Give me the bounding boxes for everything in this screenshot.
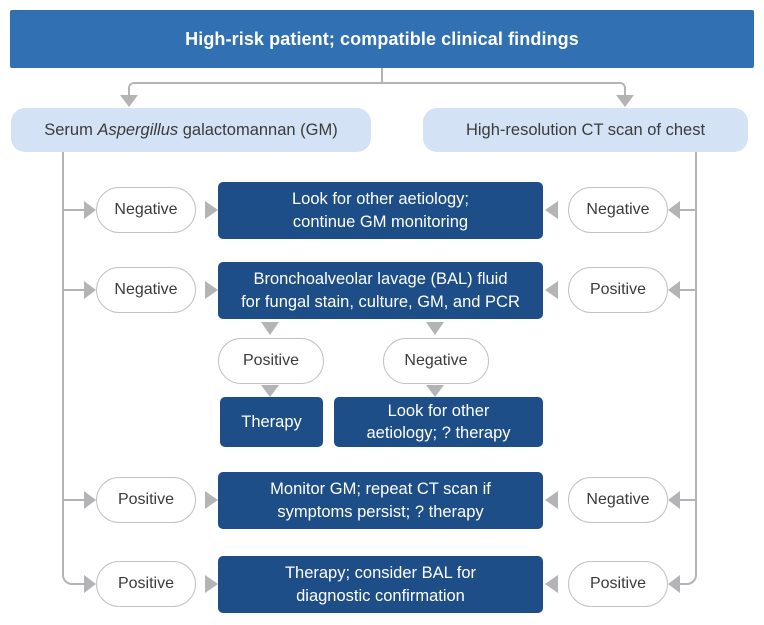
bal-negative-oval: Negative [383,338,489,384]
therapy-box: Therapy [220,397,323,447]
title-banner: High-risk patient; compatible clinical f… [10,10,754,68]
ct-positive-oval-row2: Positive [568,267,668,313]
bal-positive-oval: Positive [218,338,324,384]
oval-label: Negative [114,281,178,298]
gm-positive-oval-row3: Positive [96,477,196,523]
arrow-left-icon [545,491,558,509]
action-box-therapy-bal: Therapy; consider BAL for diagnostic con… [218,556,543,613]
ct-negative-oval-row1: Negative [568,187,668,233]
oval-label: Negative [114,201,178,218]
oval-label: Positive [589,281,647,298]
gm-negative-oval-row2: Negative [96,267,196,313]
arrow-right-icon [84,281,96,299]
arrow-right-icon [84,201,96,219]
arrow-left-icon [668,491,680,509]
left-branch-line [63,499,84,501]
oval-label: Positive [589,575,647,592]
action-box-monitor-gm: Look for other aetiology; continue GM mo… [218,182,543,239]
right-branch-line [680,499,697,501]
arrow-right-icon [84,575,96,593]
arrow-left-icon [668,575,680,593]
arrow-left-icon [668,281,680,299]
arrow-right-icon [205,281,218,299]
action-box-bal: Bronchoalveolar lavage (BAL) fluid for f… [218,262,543,319]
arrow-left-icon [545,201,558,219]
action-box-label: Monitor GM; repeat CT scan if symptoms p… [270,479,491,521]
right-rail-line [675,152,697,585]
action-box-label: Look for other aetiology; continue GM mo… [291,189,470,231]
oval-label: Negative [586,491,650,508]
other-aetiology-box: Look for other aetiology; ? therapy [334,397,543,447]
oval-label: Negative [586,201,650,218]
right-branch-line [680,209,697,211]
ct-positive-oval-row4: Positive [568,561,668,607]
arrow-down-icon [261,322,279,335]
connector-branch-line [128,82,626,96]
connector-stem-line [381,68,383,83]
action-box-label: Therapy; consider BAL for diagnostic con… [284,563,477,605]
oval-label: Positive [242,352,300,369]
arrow-left-icon [545,281,558,299]
arrow-left-icon [545,575,558,593]
arrow-down-icon [426,385,444,397]
gm-negative-oval-row1: Negative [96,187,196,233]
arrow-right-icon [205,491,218,509]
action-box-label: Bronchoalveolar lavage (BAL) fluid for f… [241,269,520,311]
title-banner-label: High-risk patient; compatible clinical f… [185,28,579,49]
oval-label: Positive [117,575,175,592]
arrow-down-icon [616,95,634,107]
serum-gm-test-label: Serum Aspergillus galactomannan (GM) [44,120,338,139]
right-branch-line [680,289,697,291]
serum-gm-test-node: Serum Aspergillus galactomannan (GM) [11,108,371,152]
arrow-right-icon [205,575,218,593]
arrow-left-icon [668,201,680,219]
left-branch-line [63,209,84,211]
arrow-right-icon [205,201,218,219]
arrow-down-icon [261,385,279,397]
oval-label: Positive [117,491,175,508]
action-box-label: Therapy [241,413,302,431]
arrow-down-icon [426,322,444,335]
arrow-right-icon [84,491,96,509]
action-box-label: Look for other aetiology; ? therapy [366,402,511,442]
arrow-down-icon [120,95,138,107]
left-branch-line [63,289,84,291]
ct-scan-test-node: High-resolution CT scan of chest [423,108,748,152]
action-box-monitor-repeat-ct: Monitor GM; repeat CT scan if symptoms p… [218,472,543,529]
gm-positive-oval-row4: Positive [96,561,196,607]
left-rail-line [62,152,84,585]
oval-label: Negative [404,352,468,369]
ct-scan-test-label: High-resolution CT scan of chest [465,120,706,139]
ct-negative-oval-row3: Negative [568,477,668,523]
